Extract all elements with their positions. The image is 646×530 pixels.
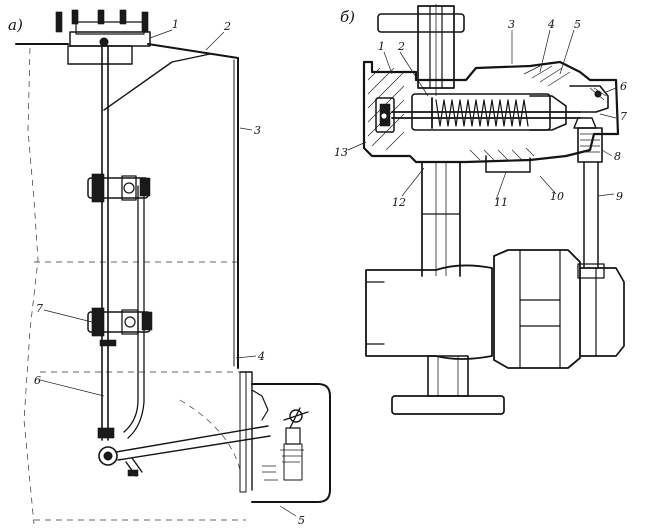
callout-b-9: 9 <box>616 190 623 203</box>
callout-a-2: 2 <box>223 20 231 33</box>
panel-b-drawing <box>347 4 625 415</box>
tank-contour <box>23 47 39 525</box>
panel-a-drawing <box>15 9 331 525</box>
panel-label-b: б) <box>340 8 355 26</box>
callout-a-7: 7 <box>36 302 43 315</box>
callout-b-10: 10 <box>550 190 564 203</box>
valve-seat <box>569 85 609 129</box>
sensor-tube <box>583 161 599 269</box>
valve-spindle <box>391 111 581 119</box>
housing-hatching <box>367 65 571 161</box>
upper-coupling <box>87 173 151 203</box>
callout-b-7: 7 <box>620 110 627 123</box>
callout-a-4: 4 <box>257 350 265 363</box>
leaders-panel-b <box>347 29 617 201</box>
panel-label-a: a) <box>8 16 23 34</box>
callout-b-3: 3 <box>508 18 515 31</box>
spring <box>435 99 529 127</box>
callout-b-13: 13 <box>334 146 348 159</box>
callout-b-6: 6 <box>620 80 627 93</box>
piston-head <box>529 95 567 131</box>
callout-b-11: 11 <box>494 196 508 209</box>
callout-b-4: 4 <box>547 18 555 31</box>
callout-b-5: 5 <box>574 18 581 31</box>
down-pipe <box>421 161 461 277</box>
control-rod <box>101 45 109 441</box>
leaders-panel-a <box>39 29 297 517</box>
flange-base <box>67 45 133 65</box>
valve-handwheel <box>262 407 309 481</box>
inner-slope-plate <box>103 53 211 111</box>
flange-bolts <box>55 9 149 33</box>
lower-valve-body <box>365 249 625 415</box>
callout-b-8: 8 <box>614 150 621 163</box>
valve-box <box>239 371 331 503</box>
callout-b-2: 2 <box>397 40 405 53</box>
tank-curve <box>179 399 241 471</box>
callout-a-6: 6 <box>34 374 41 387</box>
callout-b-12: 12 <box>392 196 406 209</box>
valve-housing <box>362 60 620 173</box>
callout-a-3: 3 <box>254 124 261 137</box>
callout-b-1: 1 <box>378 40 385 53</box>
upper-stem <box>377 4 465 96</box>
callout-a-5: 5 <box>298 514 305 527</box>
guide-pipe <box>123 185 145 439</box>
stem-nut <box>99 37 109 47</box>
lower-coupling <box>87 307 153 347</box>
callout-a-1: 1 <box>172 18 179 31</box>
tank-top-plate <box>15 43 239 59</box>
bottom-elbow-assembly <box>97 425 271 477</box>
